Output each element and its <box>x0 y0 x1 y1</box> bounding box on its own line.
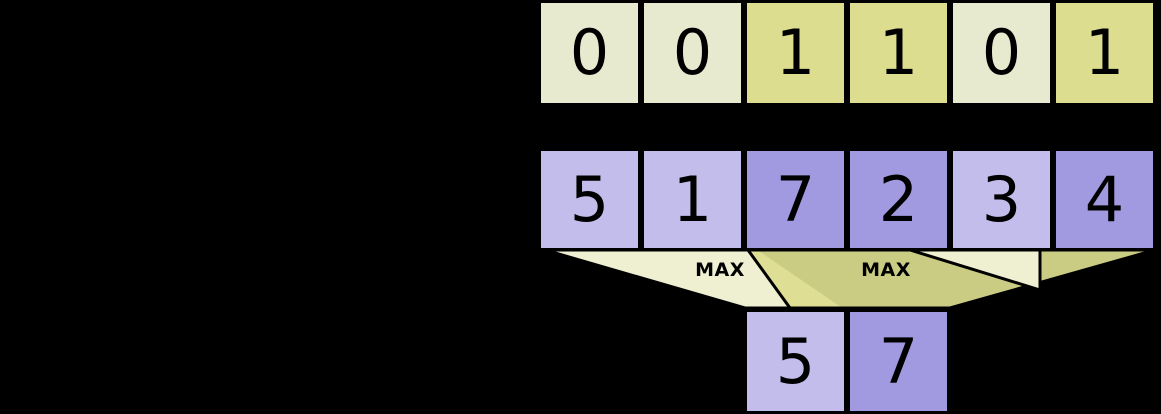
mask-cell-value: 1 <box>1084 16 1125 89</box>
output-cell-value: 7 <box>878 324 919 398</box>
mask-cell-5[interactable]: 1 <box>1053 0 1156 106</box>
input-cell-value: 7 <box>775 162 816 236</box>
input-cell-2[interactable]: 7 <box>744 148 847 251</box>
input-cell-3[interactable]: 2 <box>847 148 950 251</box>
input-cell-value: 3 <box>981 162 1022 236</box>
mask-cell-4[interactable]: 0 <box>950 0 1053 106</box>
max-label-left: MAX <box>695 259 745 281</box>
max-label-right: MAX <box>861 259 911 281</box>
mask-cell-value: 1 <box>878 16 919 89</box>
input-cell-value: 2 <box>878 162 919 236</box>
input-cell-value: 1 <box>672 162 713 236</box>
input-cell-value: 5 <box>569 162 610 236</box>
mask-cell-3[interactable]: 1 <box>847 0 950 106</box>
mask-cell-value: 0 <box>672 16 713 89</box>
mask-cell-0[interactable]: 0 <box>538 0 641 106</box>
input-cell-5[interactable]: 4 <box>1053 148 1156 251</box>
output-cell-1[interactable]: 7 <box>847 309 950 414</box>
input-cell-1[interactable]: 1 <box>641 148 744 251</box>
mask-cell-2[interactable]: 1 <box>744 0 847 106</box>
mask-cell-value: 1 <box>775 16 816 89</box>
mask-cell-value: 0 <box>569 16 610 89</box>
input-cell-4[interactable]: 3 <box>950 148 1053 251</box>
mask-cell-1[interactable]: 0 <box>641 0 744 106</box>
output-cell-value: 5 <box>775 324 816 398</box>
mask-cell-value: 0 <box>981 16 1022 89</box>
output-cell-0[interactable]: 5 <box>744 309 847 414</box>
input-cell-value: 4 <box>1084 162 1125 236</box>
input-cell-0[interactable]: 5 <box>538 148 641 251</box>
